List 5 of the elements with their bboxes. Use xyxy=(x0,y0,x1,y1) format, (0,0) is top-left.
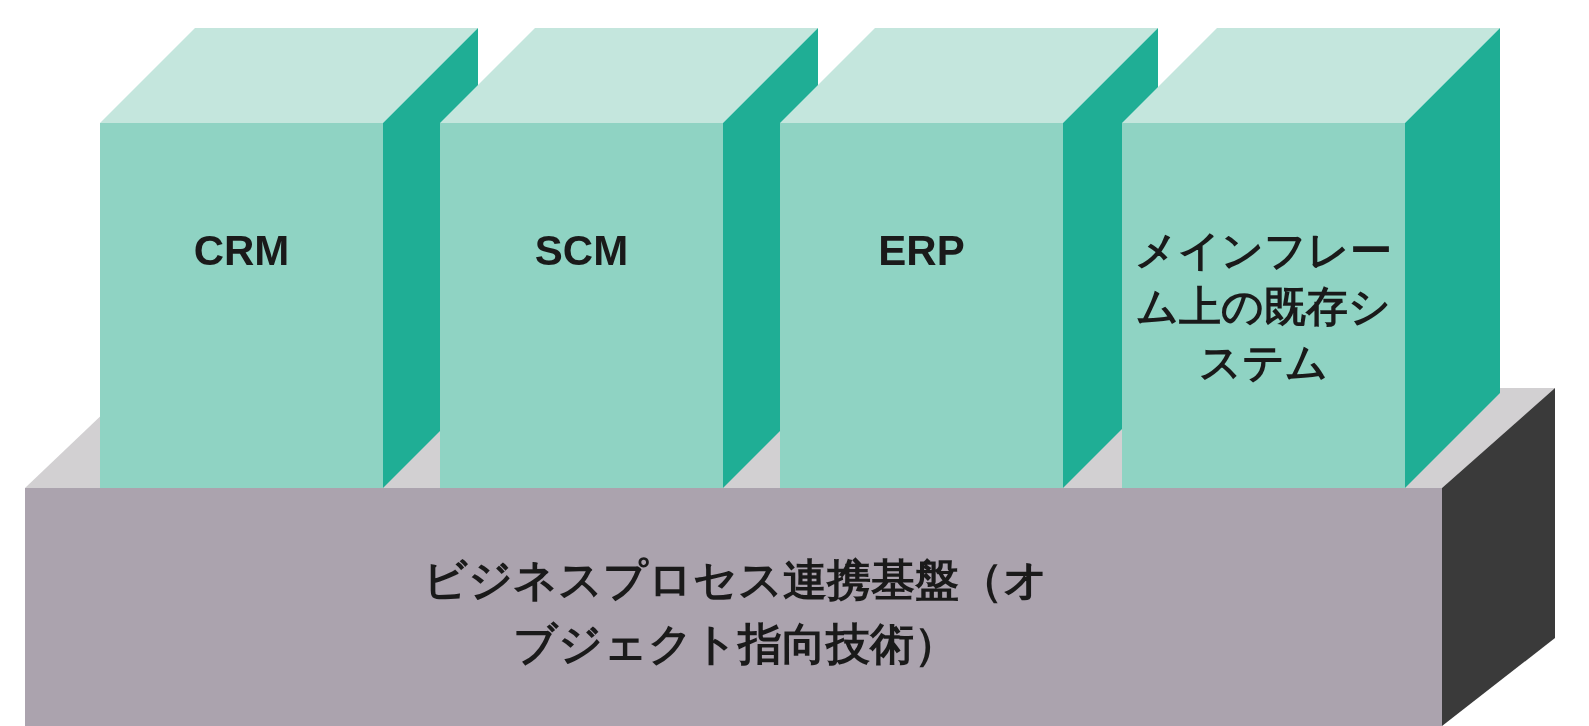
block-label: メインフレーム上の既存システム xyxy=(1134,226,1393,388)
block-label: ビジネスプロセス連携基盤（オブジェクト指向技術） xyxy=(421,554,1049,670)
block-label: SCM xyxy=(533,226,630,276)
block-label: ERP xyxy=(877,226,966,276)
block-label: CRM xyxy=(192,226,291,276)
